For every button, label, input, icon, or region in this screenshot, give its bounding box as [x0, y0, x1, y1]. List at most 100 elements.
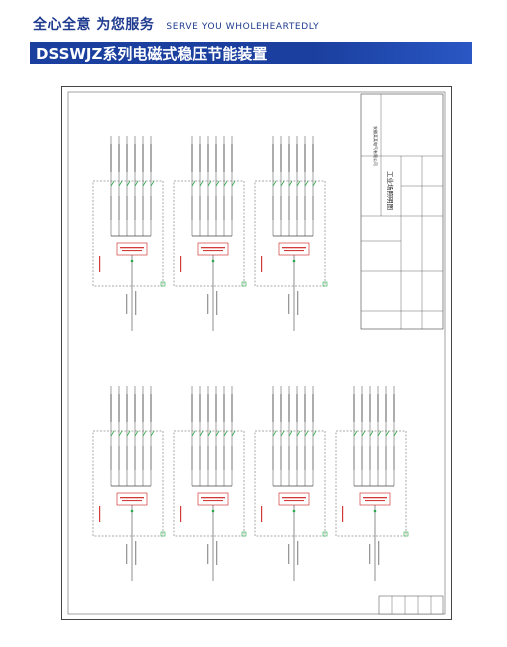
regulator-text	[363, 497, 387, 499]
feeder-label	[288, 394, 290, 422]
switch-mark	[134, 180, 139, 187]
feeder-label	[223, 144, 225, 172]
incoming-label	[378, 541, 380, 565]
feeder-label	[312, 144, 314, 172]
switch-mark	[142, 180, 147, 187]
incoming-switch	[211, 259, 215, 263]
breaker-label	[110, 196, 112, 220]
unit-tag	[261, 256, 263, 272]
unit-enclosure	[335, 430, 407, 537]
feeder-label	[199, 394, 201, 422]
breaker-label	[369, 446, 371, 470]
switch-mark	[118, 180, 123, 187]
feeder-label	[288, 144, 290, 172]
switch-mark	[215, 430, 220, 437]
feeder-label	[377, 394, 379, 422]
title-bar: DSSWJZ系列电磁式稳压节能装置	[30, 42, 472, 64]
breaker-label	[199, 196, 201, 220]
incoming-label	[288, 294, 290, 314]
switch-mark	[385, 430, 390, 437]
regulator-text	[284, 250, 304, 252]
switch-mark	[134, 430, 139, 437]
slogan: 全心全意 为您服务 SERVE YOU WHOLEHEARTEDLY	[33, 14, 319, 36]
feeder-label	[126, 394, 128, 422]
breaker-label	[231, 196, 233, 220]
switch-mark	[110, 180, 115, 187]
switch-mark	[304, 430, 309, 437]
incoming-switch	[292, 509, 296, 513]
incoming-label	[216, 291, 218, 315]
breaker-label	[385, 446, 387, 470]
switch-mark	[142, 430, 147, 437]
incoming-switch	[211, 509, 215, 513]
circuit-drawing: 安徽某某电气有限公司 工业场照明图	[61, 86, 452, 620]
switch-mark	[353, 430, 358, 437]
switch-mark	[110, 430, 115, 437]
ground-mark	[322, 531, 328, 537]
breaker-label	[231, 446, 233, 470]
feeder-label	[110, 394, 112, 422]
incoming-label	[369, 544, 371, 564]
breaker-label	[134, 446, 136, 470]
incoming-label	[135, 541, 137, 565]
unit-tag	[261, 506, 263, 522]
regulator-box	[197, 492, 229, 506]
switch-mark	[231, 180, 236, 187]
switch-mark	[191, 180, 196, 187]
page-title: DSSWJZ系列电磁式稳压节能装置	[36, 45, 268, 63]
breaker-label	[288, 446, 290, 470]
slogan-english: SERVE YOU WHOLEHEARTEDLY	[166, 22, 320, 32]
breaker-label	[207, 446, 209, 470]
breaker-label	[126, 446, 128, 470]
ground-mark	[160, 531, 166, 537]
feeder-label	[312, 394, 314, 422]
feeder-label	[385, 394, 387, 422]
feeder-label	[280, 144, 282, 172]
breaker-label	[304, 446, 306, 470]
breaker-label	[377, 446, 379, 470]
incoming-label	[297, 541, 299, 565]
switch-mark	[126, 430, 131, 437]
feeder-label	[142, 394, 144, 422]
breaker-label	[134, 196, 136, 220]
breaker-label	[361, 446, 363, 470]
switch-mark	[199, 180, 204, 187]
regulator-box	[278, 492, 310, 506]
feeder-label	[150, 394, 152, 422]
title-bar-accent	[312, 42, 472, 64]
breaker-label	[312, 196, 314, 220]
switch-mark	[231, 430, 236, 437]
incoming-label	[297, 291, 299, 315]
feeder-label	[191, 144, 193, 172]
breaker-label	[223, 196, 225, 220]
unit-enclosure	[173, 430, 245, 537]
feeder-label	[126, 144, 128, 172]
switch-mark	[272, 430, 277, 437]
slogan-chinese: 全心全意 为您服务	[33, 17, 155, 33]
drawing-sheet: 安徽某某电气有限公司 工业场照明图	[61, 86, 452, 620]
breaker-label	[272, 196, 274, 220]
breaker-label	[312, 446, 314, 470]
breaker-label	[207, 196, 209, 220]
ground-mark	[403, 531, 409, 537]
switch-mark	[280, 430, 285, 437]
ground-mark	[241, 281, 247, 287]
incoming-label	[288, 544, 290, 564]
regulator-text	[120, 247, 144, 249]
switch-mark	[118, 430, 123, 437]
switch-mark	[150, 430, 155, 437]
switch-mark	[288, 430, 293, 437]
feeder-label	[150, 144, 152, 172]
switch-mark	[361, 430, 366, 437]
breaker-label	[215, 446, 217, 470]
regulator-text	[122, 500, 142, 502]
feeder-label	[361, 394, 363, 422]
regulator-text	[282, 247, 306, 249]
feeder-label	[215, 144, 217, 172]
regulator-box	[116, 242, 148, 256]
switch-mark	[369, 430, 374, 437]
breaker-label	[118, 446, 120, 470]
breaker-label	[142, 446, 144, 470]
switch-mark	[312, 430, 317, 437]
ground-mark	[160, 281, 166, 287]
